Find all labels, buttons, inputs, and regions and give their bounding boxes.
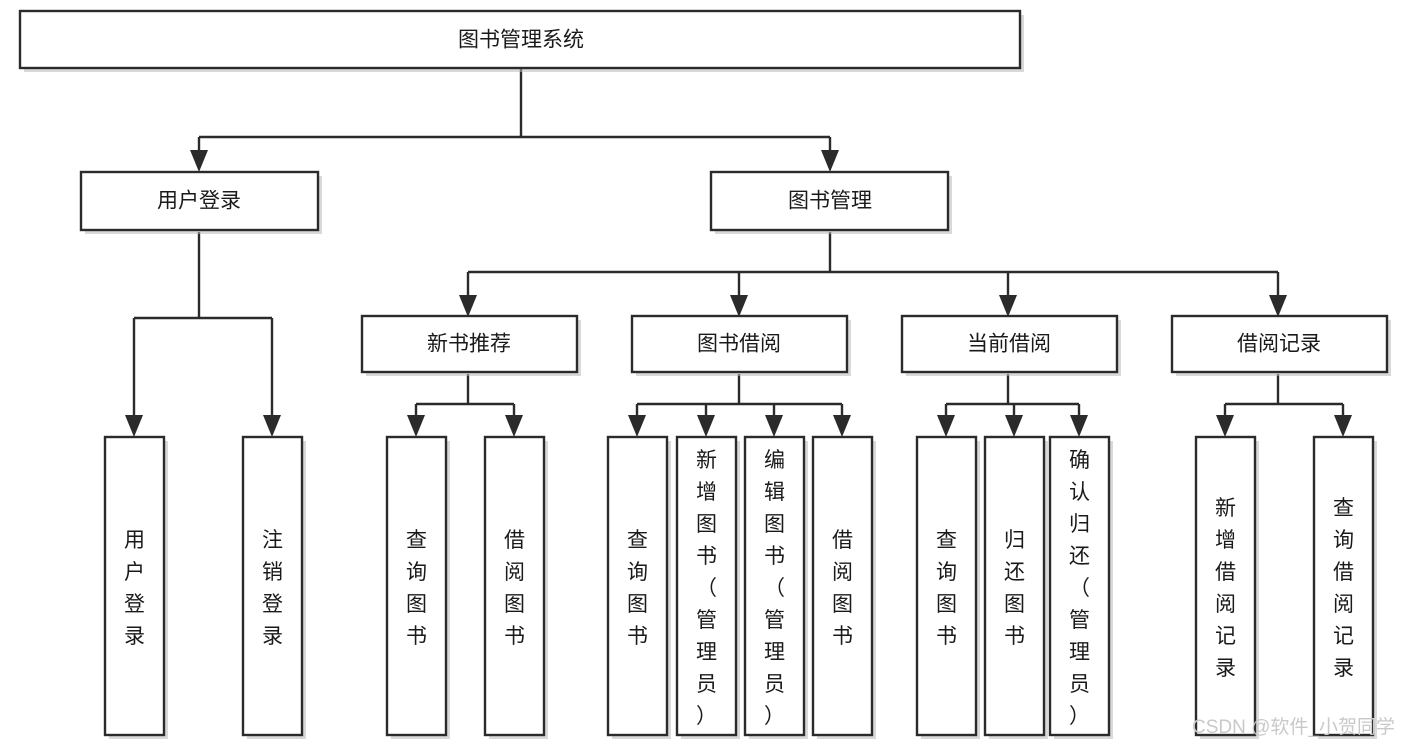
node-borrow-record[interactable]: 借阅记录 [1170, 314, 1391, 376]
leaf-node-box[interactable] [983, 435, 1046, 737]
node-book-borrow[interactable]: 图书借阅 [630, 314, 851, 376]
arrow-head-bb-leaf-4 [833, 415, 851, 437]
watermark-label: CSDN @软件_小贺同学 [1192, 716, 1395, 738]
leaf-node-label: 查询图书 [406, 529, 427, 648]
arrow-head-current-borrow [999, 295, 1017, 317]
leaf-node-borrow-record-1[interactable]: 新增借阅记录 [1194, 435, 1259, 739]
arrow-head-book-borrow [730, 295, 748, 317]
arrow-head-cb-leaf-3 [1070, 415, 1088, 437]
arrow-head-bb-leaf-3 [765, 415, 783, 437]
arrow-head-nb-leaf-2 [505, 415, 523, 437]
node-root-box[interactable] [18, 9, 1022, 70]
node-new-book-recommend-label: 新书推荐 [427, 333, 511, 356]
leaf-node-label: 借阅图书 [504, 529, 525, 648]
arrow-head-leaf-logout [263, 415, 281, 437]
leaf-node-box[interactable] [675, 435, 738, 737]
node-book-borrow-label: 图书借阅 [697, 333, 781, 356]
leaf-layer: 用户登录 注销登录 查询图书 借阅图书 查询图书 新增图书（管理员） 编辑图书（管理员） 借阅… [103, 435, 1377, 739]
arrow-head-br-leaf-1 [1216, 415, 1234, 437]
node-root-label: 图书管理系统 [458, 29, 584, 52]
leaf-node-current-borrow-1[interactable]: 查询图书 [915, 435, 980, 739]
leaf-node-label: 注销登录 [262, 529, 283, 648]
leaf-node-label: 查询借阅记录 [1333, 497, 1354, 680]
node-book-borrow-box[interactable] [630, 314, 849, 374]
leaf-node-book-borrow-1[interactable]: 查询图书 [606, 435, 671, 739]
arrow-head-book-manage [821, 150, 839, 172]
leaf-node-box[interactable] [811, 435, 874, 737]
node-new-book-recommend[interactable]: 新书推荐 [360, 314, 581, 376]
leaf-node-user-login-1[interactable]: 用户登录 [103, 435, 168, 739]
leaf-node-current-borrow-2[interactable]: 归还图书 [983, 435, 1048, 739]
arrow-head-borrow-record [1269, 295, 1287, 317]
leaf-node-book-borrow-2[interactable]: 新增图书（管理员） [675, 435, 740, 739]
leaf-node-box[interactable] [606, 435, 669, 737]
arrow-head-bb-leaf-1 [628, 415, 646, 437]
node-current-borrow-label: 当前借阅 [967, 333, 1051, 356]
leaf-node-box[interactable] [241, 435, 304, 737]
node-current-borrow[interactable]: 当前借阅 [900, 314, 1121, 376]
node-user-login-label: 用户登录 [157, 190, 241, 213]
node-user-login[interactable]: 用户登录 [79, 170, 322, 234]
node-book-manage[interactable]: 图书管理 [709, 170, 952, 234]
node-new-book-recommend-box[interactable] [360, 314, 579, 374]
arrow-head-cb-leaf-2 [1005, 415, 1023, 437]
arrow-head-bb-leaf-2 [697, 415, 715, 437]
leaf-node-user-login-2[interactable]: 注销登录 [241, 435, 306, 739]
leaf-node-label: 新增图书（管理员） [696, 449, 717, 728]
leaf-node-box[interactable] [103, 435, 166, 737]
connector-layer [125, 68, 1352, 437]
leaf-node-label: 借阅图书 [832, 529, 853, 648]
leaf-node-box[interactable] [1312, 435, 1375, 737]
arrow-head-cb-leaf-1 [937, 415, 955, 437]
leaf-node-box[interactable] [385, 435, 448, 737]
arrow-head-br-leaf-2 [1334, 415, 1352, 437]
leaf-node-new-book-recommend-1[interactable]: 查询图书 [385, 435, 450, 739]
node-user-login-box[interactable] [79, 170, 320, 232]
node-borrow-record-label: 借阅记录 [1237, 333, 1321, 356]
leaf-node-label: 编辑图书（管理员） [764, 449, 785, 728]
arrow-head-new-book [459, 295, 477, 317]
leaf-node-book-borrow-3[interactable]: 编辑图书（管理员） [743, 435, 808, 739]
leaf-node-new-book-recommend-2[interactable]: 借阅图书 [483, 435, 548, 739]
node-borrow-record-box[interactable] [1170, 314, 1389, 374]
leaf-node-label: 查询图书 [936, 529, 957, 648]
arrow-head-leaf-user-login [125, 415, 143, 437]
arrow-head-user-login [190, 150, 208, 172]
leaf-node-label: 确认归还（管理员） [1069, 449, 1090, 728]
leaf-node-book-borrow-4[interactable]: 借阅图书 [811, 435, 876, 739]
leaf-node-box[interactable] [483, 435, 546, 737]
leaf-node-label: 新增借阅记录 [1215, 497, 1236, 680]
leaf-node-borrow-record-2[interactable]: 查询借阅记录 [1312, 435, 1377, 739]
leaf-node-box[interactable] [743, 435, 806, 737]
leaf-node-box[interactable] [915, 435, 978, 737]
leaf-node-current-borrow-3[interactable]: 确认归还（管理员） [1048, 435, 1113, 739]
leaf-node-label: 归还图书 [1004, 529, 1025, 648]
leaf-node-label: 查询图书 [627, 529, 648, 648]
node-book-manage-label: 图书管理 [788, 190, 872, 213]
node-current-borrow-box[interactable] [900, 314, 1119, 374]
leaf-node-box[interactable] [1048, 435, 1111, 737]
node-book-manage-box[interactable] [709, 170, 950, 232]
arrow-head-nb-leaf-1 [407, 415, 425, 437]
leaf-node-box[interactable] [1194, 435, 1257, 737]
leaf-node-label: 用户登录 [124, 529, 145, 648]
node-root[interactable]: 图书管理系统 [18, 9, 1024, 72]
